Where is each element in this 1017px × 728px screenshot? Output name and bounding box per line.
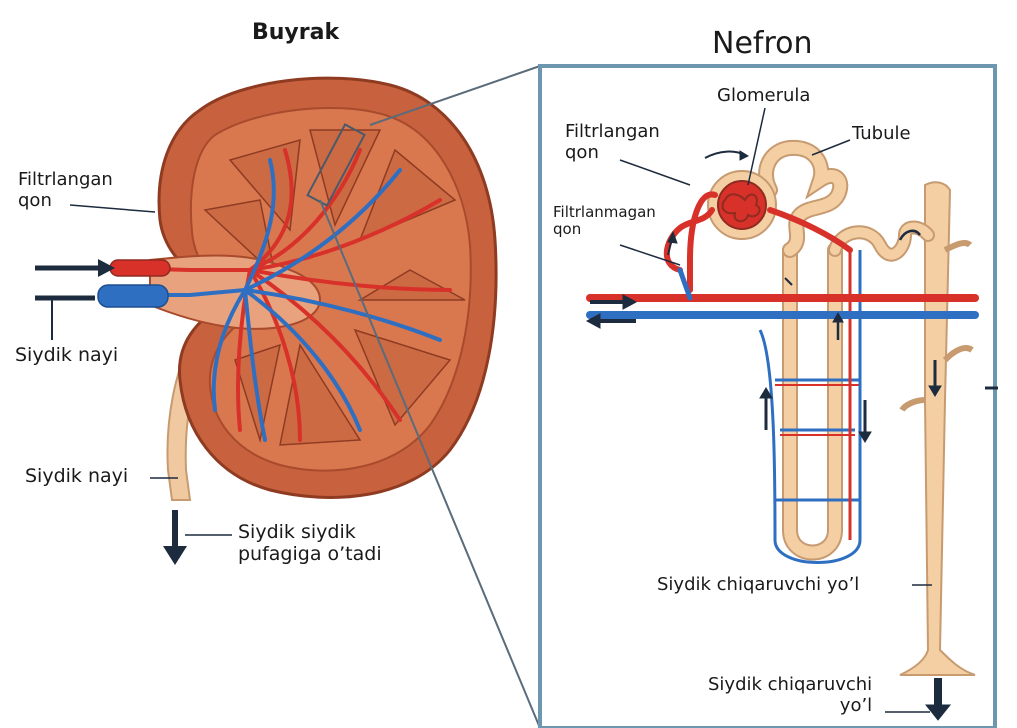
to-bladder-arrow (163, 510, 187, 565)
glomerulus (708, 171, 776, 239)
label-to-bladder: Siydik siydik pufagiga o’tadi (238, 522, 382, 566)
label-unfiltered-blood: Filtrlanmagan qon (553, 204, 656, 239)
label-kidney-filtered-blood: Filtrlangan qon (18, 170, 113, 211)
inflow-arrow (35, 259, 115, 277)
renal-artery (110, 260, 170, 276)
label-collecting-exit: Siydik chiqaruvchi yo’l (708, 675, 872, 716)
label-ureter-top: Siydik nayi (15, 345, 118, 367)
kidney-illustration (98, 78, 496, 500)
nephron-title: Nefron (712, 27, 813, 62)
label-glomerulus: Glomerula (717, 86, 810, 107)
kidney-title: Buyrak (252, 20, 339, 45)
label-collecting-duct: Siydik chiqaruvchi yo’l (657, 575, 859, 596)
label-ureter-bottom: Siydik nayi (25, 466, 128, 488)
renal-vein (98, 285, 168, 307)
label-nephron-filtered-blood: Filtrlangan qon (565, 122, 660, 163)
label-tubule: Tubule (852, 124, 911, 145)
